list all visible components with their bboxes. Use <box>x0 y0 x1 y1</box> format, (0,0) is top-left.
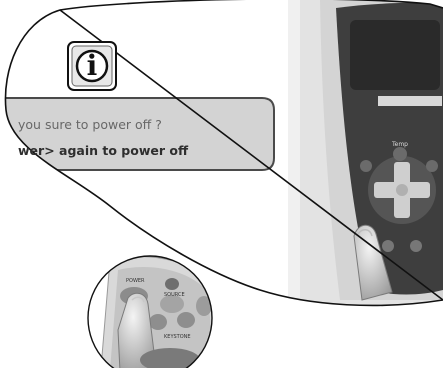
directional-pad <box>368 156 436 224</box>
projector-side: Temp <box>288 0 443 330</box>
remote-power-label: POWER <box>126 278 145 284</box>
power-off-instruction: wer> again to power off <box>18 143 188 158</box>
remote-top-label: Temp <box>391 141 408 148</box>
power-off-question: you sure to power off ? <box>18 117 162 132</box>
remote-keystone-label: KEYSTONE <box>164 334 191 340</box>
info-glyph: i <box>69 43 115 89</box>
remote-source-label: SOURCE <box>164 292 185 298</box>
